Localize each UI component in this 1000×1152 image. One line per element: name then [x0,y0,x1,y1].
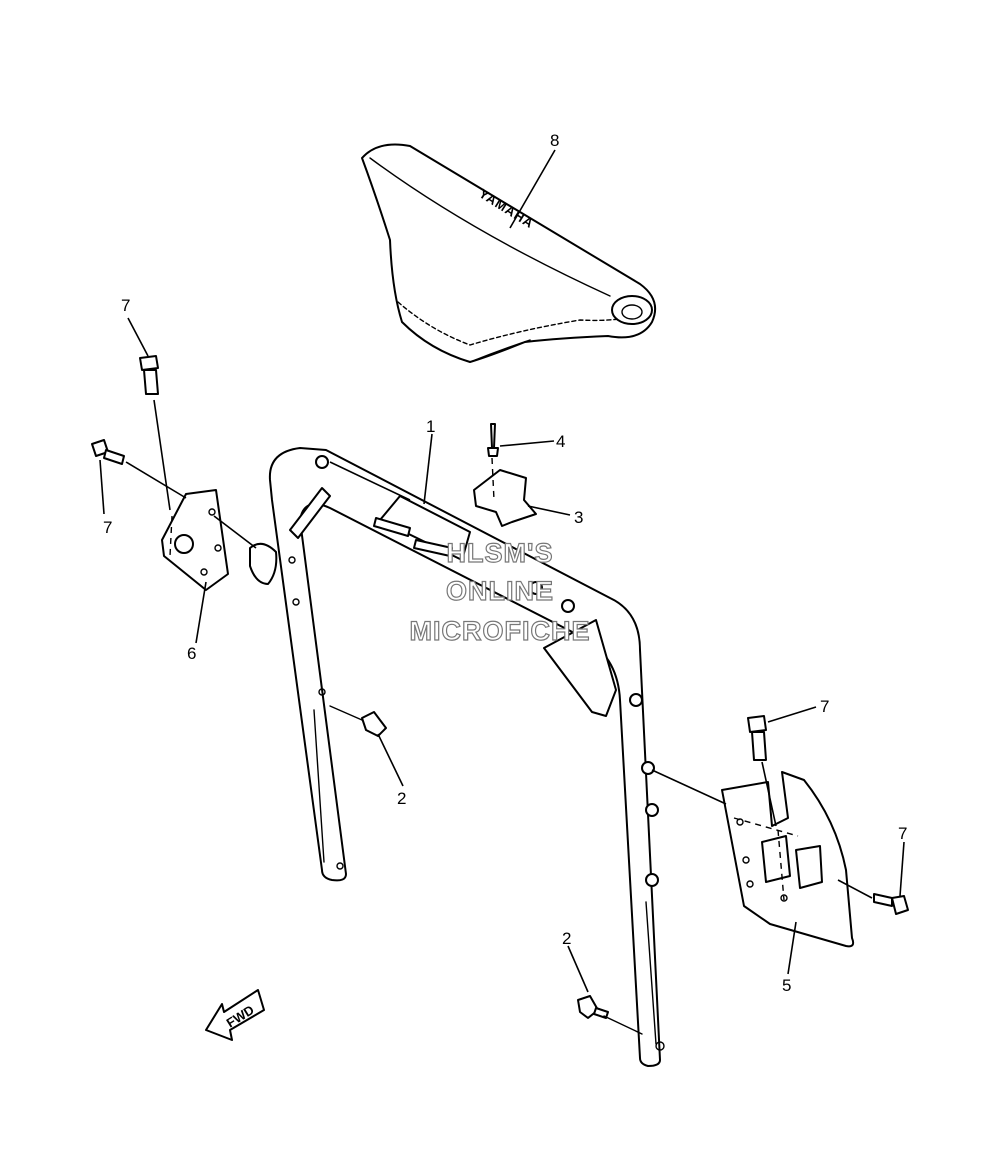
callout-4: 4 [556,432,565,451]
left-bracket-part-6 [161,489,278,591]
bolt-part-2-upper [329,705,387,737]
callout-5: 5 [782,976,791,995]
bolt-part-7-top-left [139,355,171,511]
bolt-part-7-mid-right [837,879,909,915]
callout-6: 6 [187,644,196,663]
callout-2-lower: 2 [562,929,571,948]
callout-7-top-left: 7 [121,296,130,315]
right-plate-part-5 [721,771,855,948]
watermark-line-1: HLSM'S [447,538,554,568]
frame-to-plate-line [651,769,727,805]
callout-7-top-right: 7 [820,697,829,716]
watermark-line-2: ONLINE [446,576,554,606]
callout-3: 3 [574,508,583,527]
bolt-part-7-mid-left [91,439,257,549]
frame-to-seat-line [329,461,411,501]
bolt-part-7-top-right [747,715,777,827]
callout-7-mid-right: 7 [898,824,907,843]
handle-frame-part-1 [268,447,665,1067]
callout-1: 1 [426,417,435,436]
watermark: HLSM'S ONLINE MICROFICHE [409,537,591,646]
bolt-part-2-lower [577,995,643,1035]
callout-2-upper: 2 [397,789,406,808]
clip-part-3 [473,457,537,527]
callout-8: 8 [550,131,559,150]
leader-lines [99,149,905,993]
seat-cushion-part-8: YAMAHA [361,143,656,363]
watermark-line-3: MICROFICHE [410,616,591,646]
fwd-arrow-icon: FWD [205,989,265,1041]
callout-7-mid-left: 7 [103,518,112,537]
pin-part-4 [487,423,499,457]
